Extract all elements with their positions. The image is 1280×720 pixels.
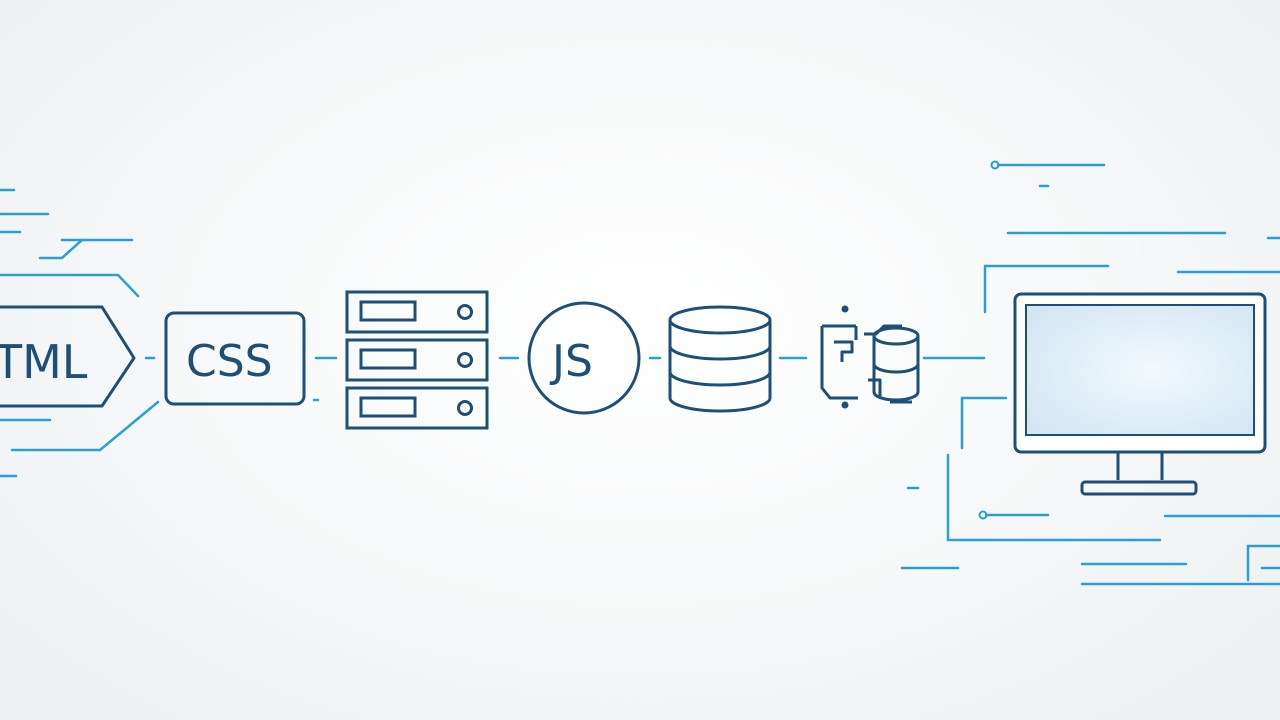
- html-tag-icon: TML: [0, 305, 136, 408]
- circuit-lines-right: [900, 163, 1280, 586]
- js-label: JS: [549, 336, 593, 387]
- connector-dot: [841, 401, 849, 409]
- js-circle-icon: JS: [527, 301, 641, 415]
- monitor-screen: [1025, 304, 1255, 436]
- monitor-icon: [1013, 292, 1267, 496]
- api-connector-icon: [820, 324, 920, 404]
- stage-connectors: [144, 356, 986, 402]
- connector-dot: [841, 305, 849, 313]
- monitor-stand: [1080, 480, 1198, 496]
- circuit-lines-left: [0, 188, 160, 478]
- css-box-icon: CSS: [164, 311, 306, 406]
- circuit-node: [990, 160, 1000, 170]
- css-label: CSS: [186, 336, 273, 387]
- circuit-node: [978, 510, 988, 520]
- database-icon: [668, 305, 772, 413]
- html-label: TML: [0, 335, 88, 389]
- server-rack-icon: [345, 290, 489, 430]
